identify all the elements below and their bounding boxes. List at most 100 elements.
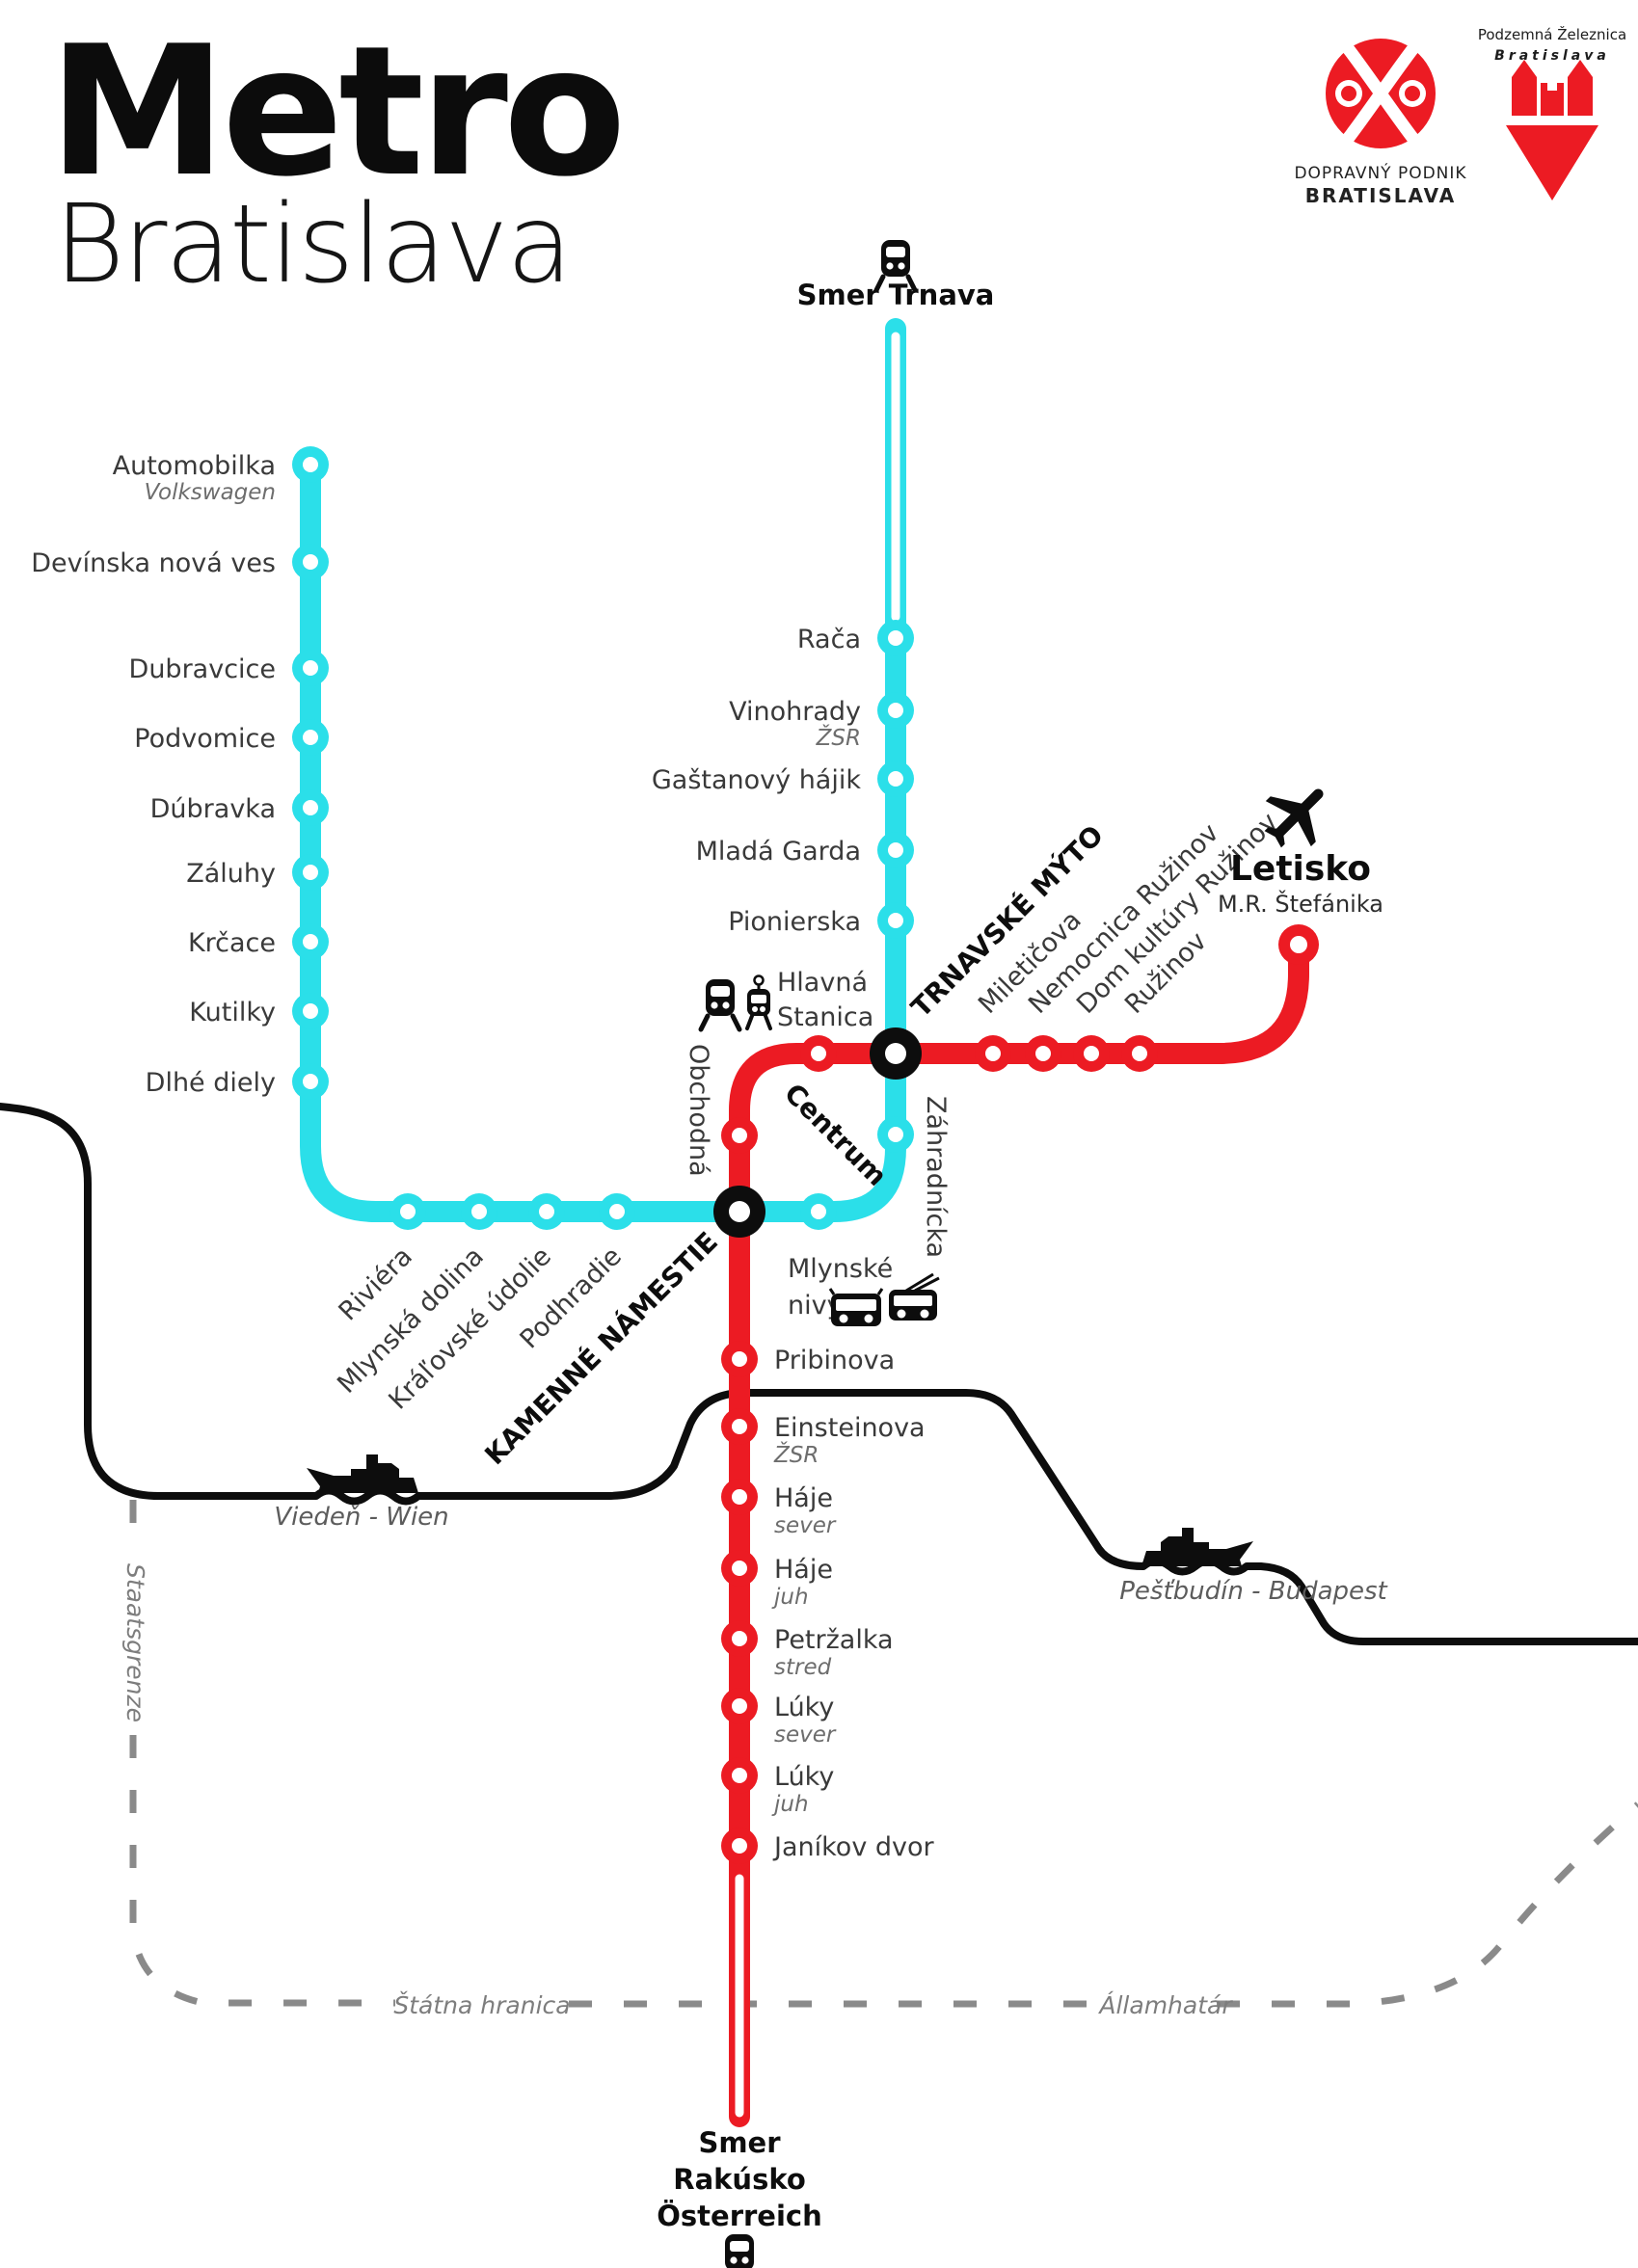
station-marker-hole bbox=[732, 1351, 747, 1367]
terminus-label-smer-rakusko-1: Smer bbox=[698, 2126, 781, 2159]
station-label: Obchodná bbox=[684, 1044, 713, 1177]
station-label: Hlavná bbox=[777, 968, 868, 998]
terminus-label-smer-rakusko-2: Rakúsko bbox=[673, 2163, 806, 2196]
dpb-logo: DOPRAVNÝ PODNIK BRATISLAVA bbox=[1294, 39, 1466, 207]
station-marker-hole bbox=[732, 1489, 747, 1505]
terminus-label-letisko: Letisko bbox=[1230, 849, 1371, 889]
border-label-staatsgrenze: Staatsgrenze bbox=[121, 1563, 149, 1722]
station-marker-hole bbox=[471, 1204, 487, 1219]
ferry-ship-icon-budapest bbox=[1141, 1528, 1253, 1566]
station-label: Stanica bbox=[777, 1002, 873, 1032]
station-marker-hole bbox=[1084, 1046, 1099, 1061]
station-marker-hole bbox=[1132, 1046, 1147, 1061]
station-marker-hole bbox=[303, 800, 318, 815]
castle-tower-left bbox=[1512, 60, 1537, 116]
station-marker-hole bbox=[1290, 936, 1307, 953]
station-sublabel: ŽSR bbox=[773, 1441, 819, 1468]
station-label: Kutilky bbox=[189, 998, 276, 1027]
station-marker-hole bbox=[539, 1204, 554, 1219]
pzb-logo: Podzemná Železnica Bratislava bbox=[1478, 25, 1626, 200]
cyan-line-path bbox=[300, 449, 906, 1222]
station-zaluhy: Záluhy bbox=[186, 854, 329, 891]
station-sublabel: Volkswagen bbox=[145, 480, 276, 505]
dpb-logo-line1: DOPRAVNÝ PODNIK bbox=[1294, 162, 1466, 183]
station-raca: Rača bbox=[797, 620, 914, 656]
station-pribinova: Pribinova bbox=[721, 1341, 895, 1377]
station-label: Rača bbox=[797, 625, 861, 654]
station-label: Dlhé diely bbox=[146, 1068, 276, 1098]
station-marker-hole bbox=[303, 457, 318, 472]
castle-tower-right bbox=[1568, 60, 1593, 116]
station-sublabel: ŽSR bbox=[816, 724, 861, 751]
border-label-allamhatar: Államhatár bbox=[1097, 1991, 1233, 2019]
station-sublabel: sever bbox=[774, 1722, 837, 1748]
station-sublabel: juh bbox=[771, 1585, 809, 1610]
station-marker-hole bbox=[303, 730, 318, 745]
station-label: Einsteinova bbox=[774, 1413, 926, 1443]
station-label: Automobilka bbox=[113, 451, 276, 481]
station-marker-hole bbox=[985, 1046, 1001, 1061]
station-obchodna: Obchodná bbox=[684, 1044, 758, 1177]
station-marker-hole bbox=[888, 703, 903, 718]
station-label: Háje bbox=[774, 1555, 833, 1585]
station-label: Mladá Garda bbox=[696, 837, 861, 867]
station-letisko bbox=[1278, 924, 1319, 965]
station-label: Dubravcice bbox=[129, 654, 276, 684]
station-marker-hole bbox=[303, 554, 318, 570]
station-gastanovy-hajik: Gaštanový hájik bbox=[652, 760, 914, 797]
station-marker-hole bbox=[732, 1419, 747, 1434]
station-dlhe-diely: Dlhé diely bbox=[146, 1063, 329, 1100]
station-label: Janíkov dvor bbox=[772, 1832, 935, 1862]
terminus-label-smer-trnava: Smer Trnava bbox=[797, 279, 995, 311]
station-marker-hole bbox=[888, 842, 903, 858]
station-marker-hole bbox=[888, 630, 903, 646]
station-kutilky: Kutilky bbox=[189, 993, 329, 1029]
station-krcace: Krčace bbox=[188, 923, 329, 960]
station-label: Háje bbox=[774, 1483, 833, 1513]
station-mlada-garda: Mladá Garda bbox=[696, 832, 914, 868]
station-janikov-dvor: Janíkov dvor bbox=[721, 1828, 935, 1864]
station-marker-hole bbox=[732, 1838, 747, 1854]
interchange-trnavske-myto bbox=[870, 1027, 922, 1080]
station-marker-hole bbox=[888, 913, 903, 928]
pzb-logo-line1: Podzemná Železnica bbox=[1478, 25, 1626, 43]
station-dubravcice: Dubravcice bbox=[129, 650, 329, 686]
station-marker-hole bbox=[888, 771, 903, 787]
station-label: Pribinova bbox=[774, 1346, 895, 1375]
train-icon-hlavna-stanica bbox=[701, 979, 739, 1029]
state-border-dashed-line bbox=[129, 1500, 1638, 2008]
ferry-ship-icon-wien bbox=[307, 1454, 418, 1493]
station-label: Lúky bbox=[774, 1693, 834, 1722]
station-label: Mlynské bbox=[788, 1254, 893, 1284]
station-marker-hole bbox=[303, 865, 318, 880]
station-sublabel: stred bbox=[774, 1655, 832, 1680]
station-label: Gaštanový hájik bbox=[652, 765, 861, 795]
train-icon-rakusko bbox=[720, 2234, 759, 2268]
station-podvomice: Podvomice bbox=[134, 719, 329, 756]
dpb-logo-line2: BRATISLAVA bbox=[1305, 184, 1457, 207]
station-label: Petržalka bbox=[774, 1625, 894, 1655]
tram-icon-hlavna-stanica bbox=[745, 974, 772, 1030]
station-marker-hole bbox=[811, 1046, 826, 1061]
station-sublabel: juh bbox=[771, 1792, 809, 1817]
pzb-logo-line2: Bratislava bbox=[1494, 48, 1610, 64]
interchange-kamenne-namestie bbox=[713, 1186, 765, 1238]
station-marker-hole bbox=[732, 1698, 747, 1714]
red-line-path bbox=[729, 936, 1309, 1857]
station-label: Krčace bbox=[188, 928, 276, 958]
page-subtitle: Bratislava bbox=[54, 182, 571, 307]
castle-triangle bbox=[1506, 125, 1598, 200]
station-marker-hole bbox=[732, 1128, 747, 1143]
station-label: Vinohrady bbox=[729, 697, 861, 727]
station-label: Lúky bbox=[774, 1762, 834, 1792]
